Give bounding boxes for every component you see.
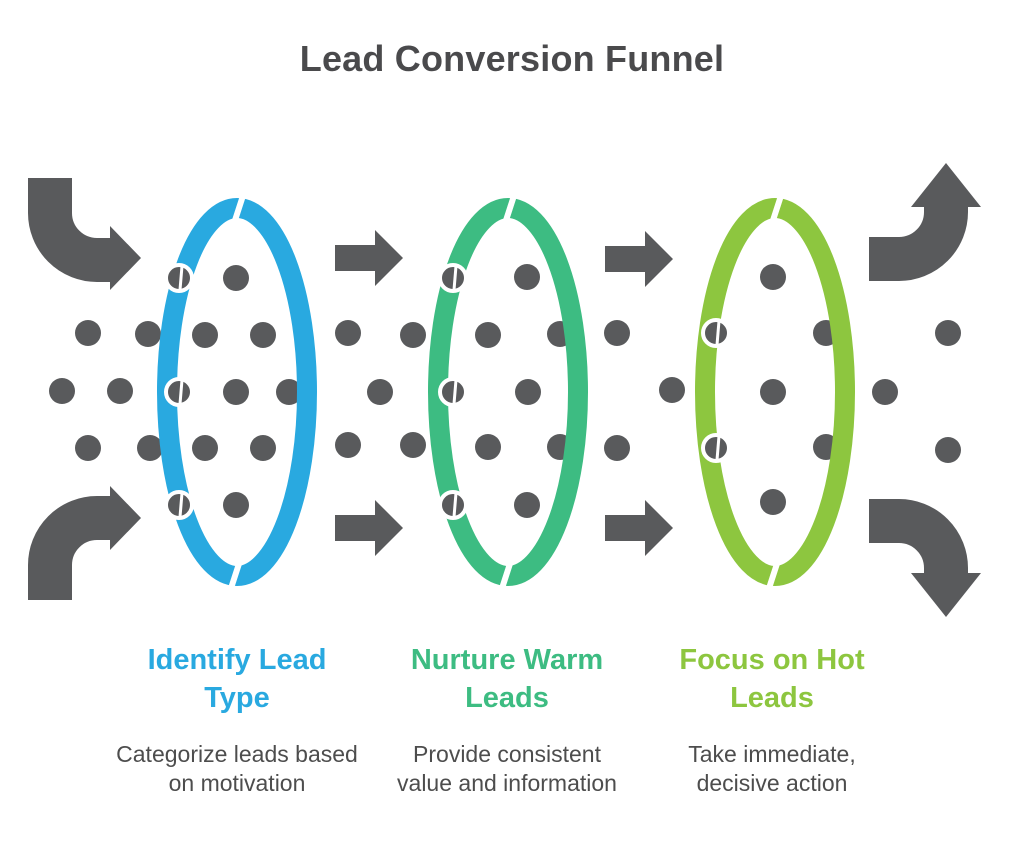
lead-dot xyxy=(872,379,898,405)
lead-dot xyxy=(49,378,75,404)
lead-dot-crossing-ring xyxy=(438,490,468,520)
lead-dot xyxy=(604,435,630,461)
lead-dot xyxy=(760,489,786,515)
ring-gap-bottom xyxy=(225,553,245,599)
lead-dot xyxy=(223,492,249,518)
lead-dot-crossing-ring xyxy=(701,318,731,348)
stage-description: Categorize leads based on motivation xyxy=(116,741,358,796)
stage-focus-on-hot-leads: Focus on Hot Leads Take immediate, decis… xyxy=(622,641,922,798)
ring-gap-top xyxy=(767,185,787,231)
lead-dot xyxy=(223,265,249,291)
lead-dot xyxy=(75,320,101,346)
stage-title: Nurture Warm Leads xyxy=(410,644,604,714)
outflow-top-arrow xyxy=(869,163,981,281)
lead-dot xyxy=(250,435,276,461)
outflow-bottom-arrow xyxy=(869,499,981,617)
lead-dot xyxy=(935,320,961,346)
lead-dot xyxy=(75,435,101,461)
lead-dot xyxy=(335,432,361,458)
lead-dot-crossing-ring xyxy=(701,433,731,463)
lead-dot xyxy=(760,264,786,290)
ring-gap-top xyxy=(500,185,520,231)
lead-dot xyxy=(135,321,161,347)
lead-dot xyxy=(335,320,361,346)
lead-dot xyxy=(514,492,540,518)
funnel-ring-focus-on-hot-leads xyxy=(695,185,855,599)
lead-dot xyxy=(935,437,961,463)
lead-dot xyxy=(367,379,393,405)
lead-dot xyxy=(659,377,685,403)
lead-dot xyxy=(250,322,276,348)
stage-description: Provide consistent value and information xyxy=(397,741,617,796)
stage-description: Take immediate, decisive action xyxy=(688,741,856,796)
flow-arrow-right xyxy=(605,231,673,287)
ring-gap-top xyxy=(229,185,249,231)
lead-dot xyxy=(137,435,163,461)
lead-dot xyxy=(475,434,501,460)
stage-title: Focus on Hot Leads xyxy=(679,644,865,714)
page-title: Lead Conversion Funnel xyxy=(299,38,725,79)
lead-dot xyxy=(604,320,630,346)
lead-dot xyxy=(192,435,218,461)
stage-title: Identify Lead Type xyxy=(147,644,327,714)
stage-identify-lead-type: Identify Lead Type Categorize leads base… xyxy=(87,641,387,798)
inflow-bottom-arrow xyxy=(28,486,141,600)
lead-dot-crossing-ring xyxy=(164,490,194,520)
lead-dot xyxy=(760,379,786,405)
ring-gap-bottom xyxy=(496,553,516,599)
lead-dot xyxy=(400,432,426,458)
flow-arrow-right xyxy=(335,500,403,556)
flow-arrow-right xyxy=(605,500,673,556)
lead-dot xyxy=(276,379,302,405)
ring-gap-bottom xyxy=(763,553,783,599)
lead-dot-crossing-ring xyxy=(164,263,194,293)
lead-dot xyxy=(192,322,218,348)
inflow-top-arrow xyxy=(28,178,141,290)
lead-dot xyxy=(400,322,426,348)
lead-dot xyxy=(514,264,540,290)
stage-nurture-warm-leads: Nurture Warm Leads Provide consistent va… xyxy=(357,641,657,798)
flow-arrow-right xyxy=(335,230,403,286)
lead-dot-crossing-ring xyxy=(438,263,468,293)
lead-dot xyxy=(515,379,541,405)
lead-dot-crossing-ring xyxy=(164,377,194,407)
lead-dot xyxy=(107,378,133,404)
lead-dot xyxy=(475,322,501,348)
lead-dot xyxy=(223,379,249,405)
lead-dot-crossing-ring xyxy=(438,377,468,407)
